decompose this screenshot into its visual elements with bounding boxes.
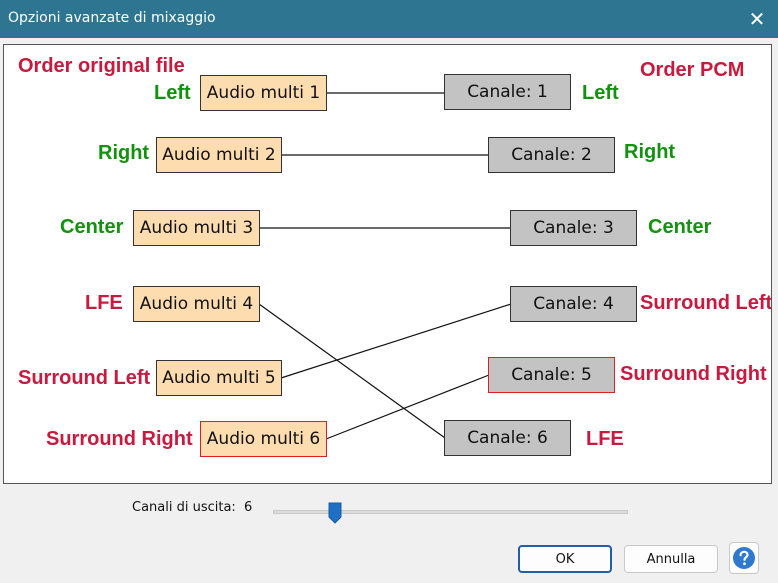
- source-name-6: Surround Right: [46, 428, 193, 450]
- connection-line-5: [280, 303, 512, 379]
- output-label: Canale: 5: [511, 365, 592, 385]
- cancel-button[interactable]: Annulla: [624, 545, 718, 573]
- header-original-order: Order original file: [18, 55, 185, 77]
- output-label: Canale: 3: [533, 218, 614, 238]
- output-box-6[interactable]: Canale: 6: [444, 420, 571, 456]
- source-name-1: Left: [154, 82, 191, 104]
- window-title: Opzioni avanzate di mixaggio: [8, 10, 216, 26]
- source-box-5[interactable]: Audio multi 5: [156, 360, 282, 396]
- source-label: Audio multi 6: [206, 429, 321, 449]
- source-label: Audio multi 2: [162, 145, 276, 165]
- connection-line-4: [258, 303, 446, 439]
- output-name-5: Surround Right: [620, 363, 767, 385]
- output-channels-slider-track[interactable]: [273, 510, 628, 514]
- output-box-2[interactable]: Canale: 2: [488, 137, 615, 173]
- source-box-2[interactable]: Audio multi 2: [156, 137, 282, 173]
- output-channels-label: Canali di uscita: 6: [132, 500, 252, 515]
- connection-line-6: [325, 374, 490, 440]
- output-name-1: Left: [582, 82, 619, 104]
- source-name-5: Surround Left: [18, 367, 151, 389]
- source-name-4: LFE: [85, 292, 123, 314]
- output-box-3[interactable]: Canale: 3: [510, 210, 637, 246]
- source-name-2: Right: [98, 142, 150, 164]
- close-icon[interactable]: ✕: [748, 7, 766, 31]
- output-label: Canale: 2: [511, 145, 592, 165]
- output-name-3: Center: [648, 216, 712, 238]
- mixing-canvas: Order original file Order PCM Audio mult…: [3, 44, 772, 484]
- source-box-6[interactable]: Audio multi 6: [200, 421, 327, 457]
- source-name-3: Center: [60, 216, 124, 238]
- output-channels-text: Canali di uscita:: [132, 500, 236, 515]
- output-channels-slider-thumb[interactable]: [328, 502, 342, 524]
- output-name-4: Surround Left: [640, 292, 772, 314]
- output-label: Canale: 6: [467, 428, 548, 448]
- header-pcm-order: Order PCM: [640, 59, 745, 81]
- output-name-2: Right: [624, 141, 676, 163]
- connection-lines: [258, 92, 512, 440]
- output-box-5[interactable]: Canale: 5: [488, 357, 615, 393]
- output-label: Canale: 4: [533, 294, 614, 314]
- output-box-1[interactable]: Canale: 1: [444, 74, 571, 110]
- source-box-1[interactable]: Audio multi 1: [200, 75, 327, 111]
- source-label: Audio multi 1: [206, 83, 321, 103]
- title-bar: Opzioni avanzate di mixaggio ✕: [0, 0, 778, 38]
- output-channels-value: 6: [243, 500, 253, 515]
- output-name-6: LFE: [586, 428, 624, 450]
- help-icon: [733, 547, 755, 569]
- help-button[interactable]: [729, 542, 759, 574]
- output-box-4[interactable]: Canale: 4: [510, 286, 637, 322]
- ok-button[interactable]: OK: [518, 545, 612, 573]
- source-box-3[interactable]: Audio multi 3: [133, 210, 260, 246]
- output-label: Canale: 1: [467, 82, 548, 102]
- source-box-4[interactable]: Audio multi 4: [133, 286, 260, 322]
- source-label: Audio multi 5: [162, 368, 276, 388]
- source-label: Audio multi 4: [139, 294, 254, 314]
- source-label: Audio multi 3: [139, 218, 254, 238]
